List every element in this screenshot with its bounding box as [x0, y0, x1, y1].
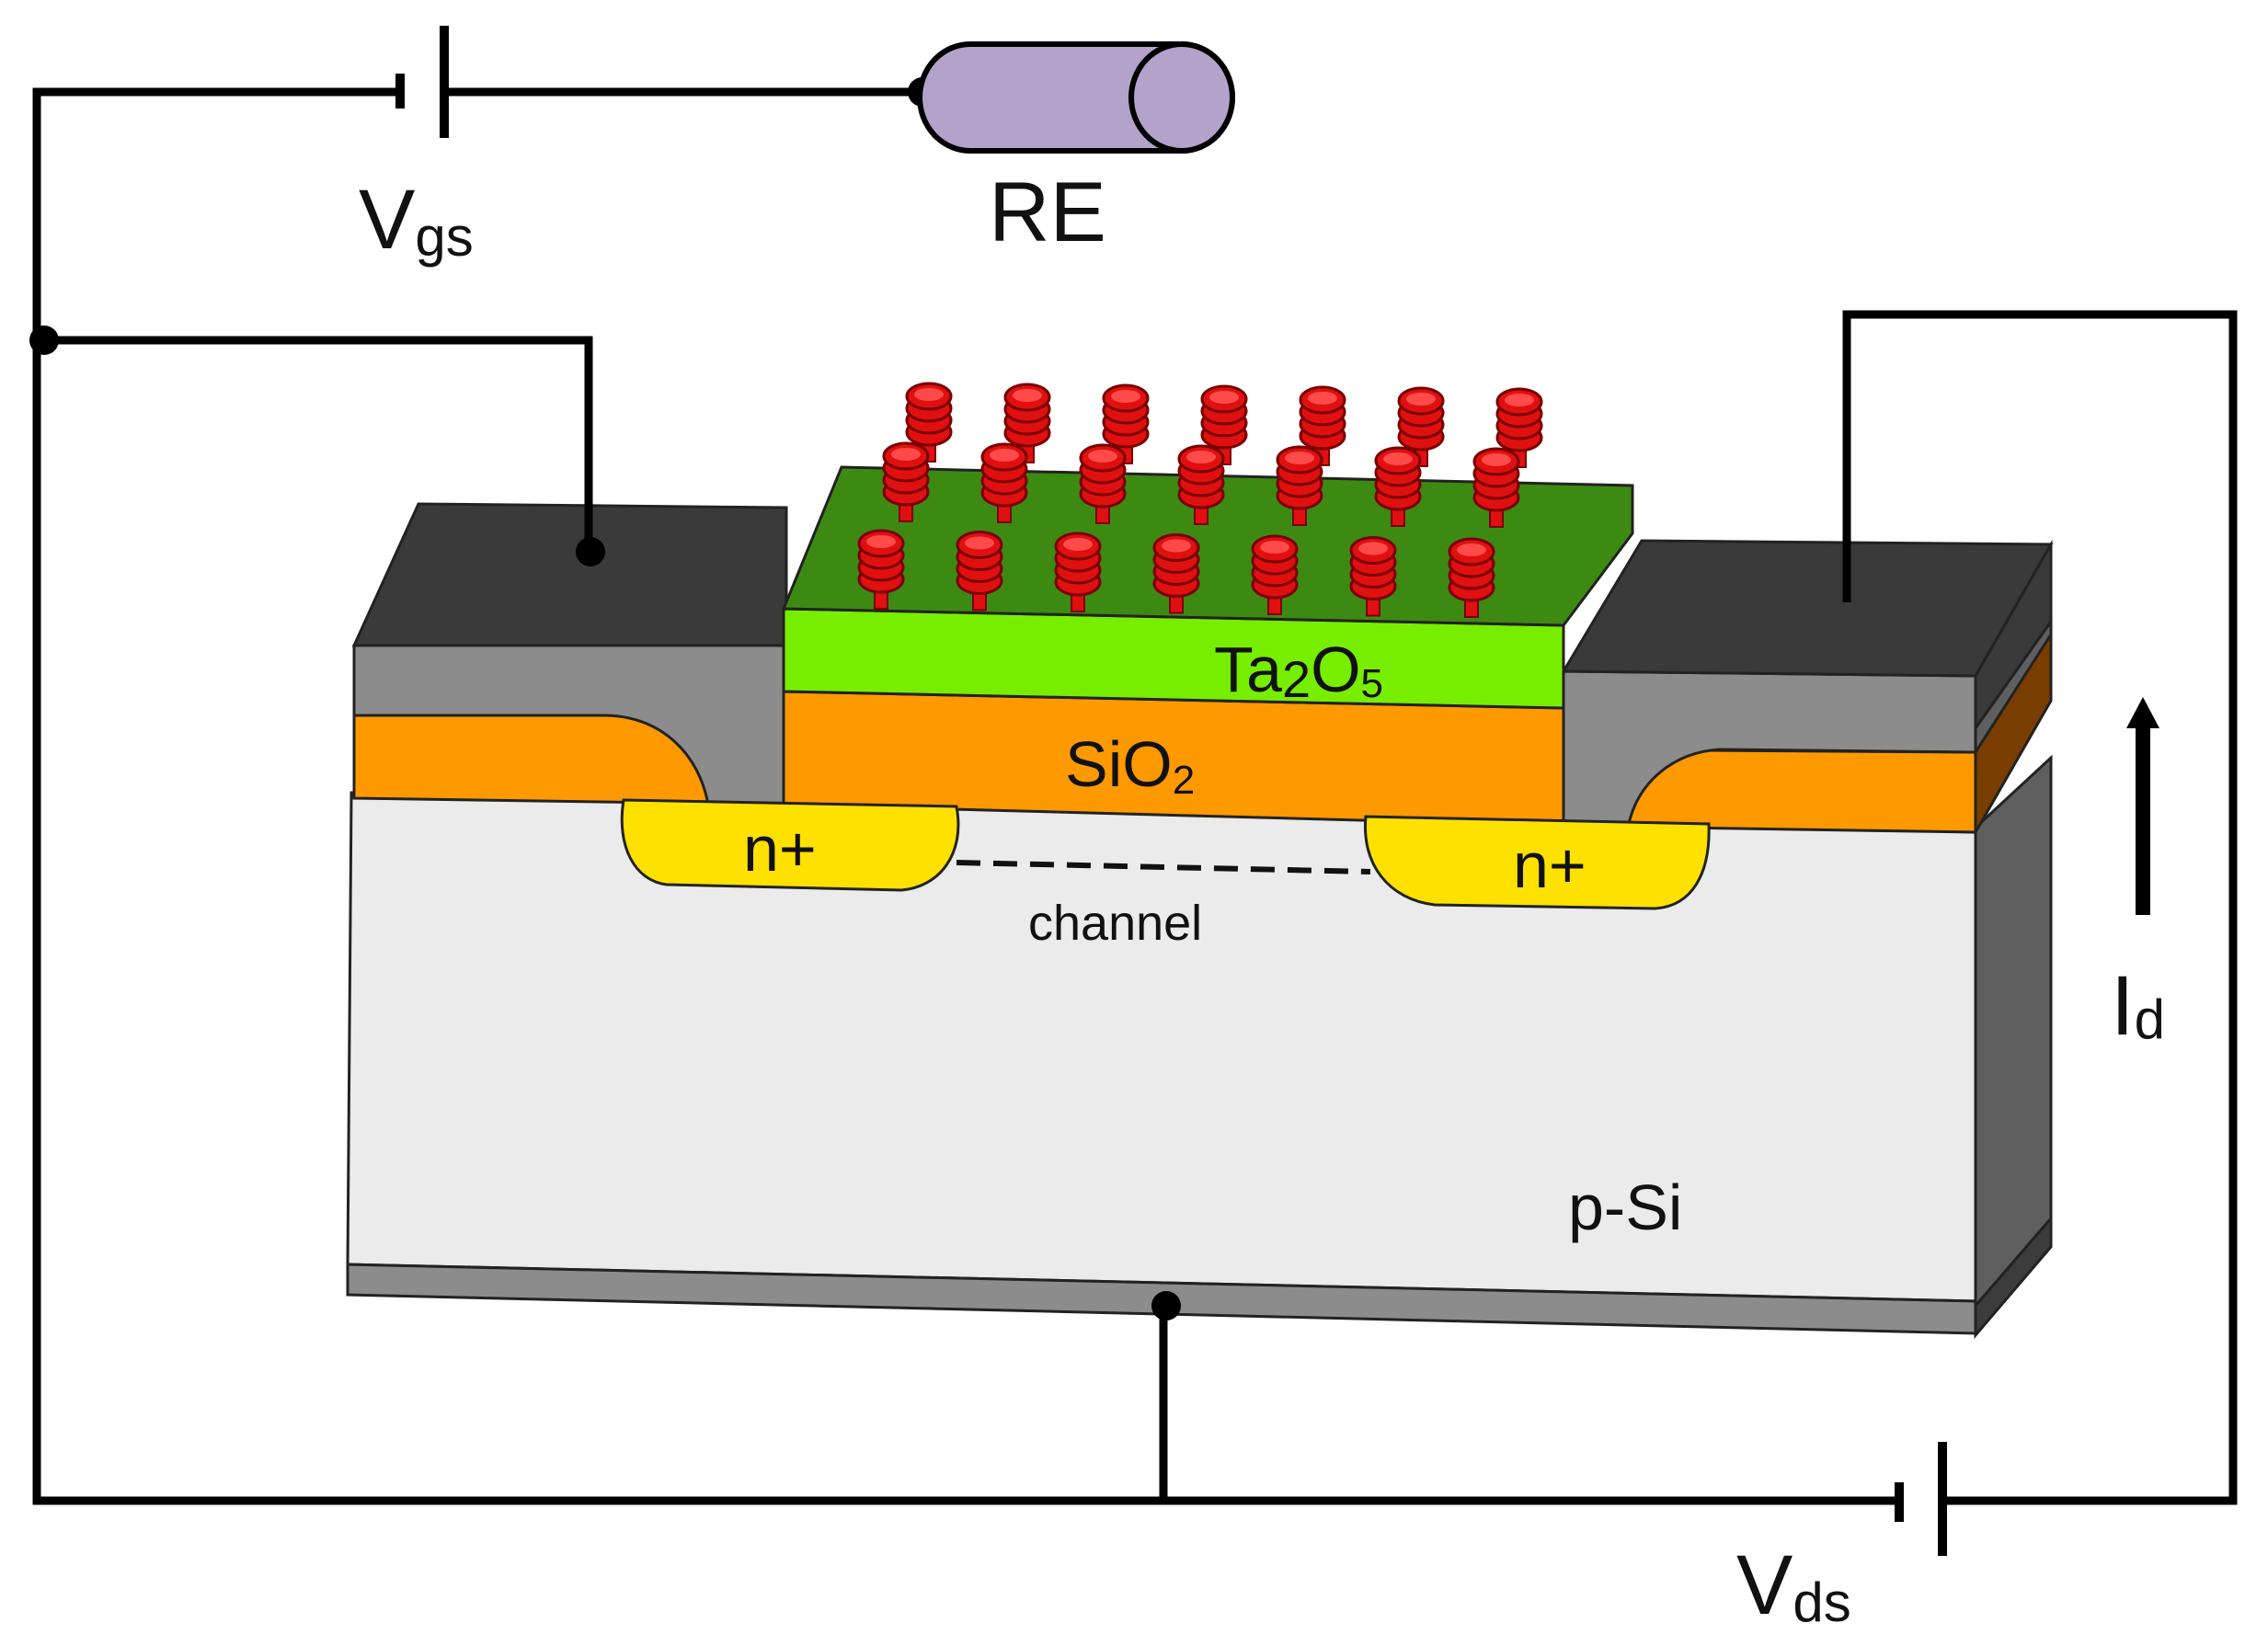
nanopillar — [956, 531, 1003, 612]
label-ta2o5: Ta2O5 — [1214, 634, 1383, 708]
junction-dot — [29, 326, 59, 355]
device-body — [346, 465, 2054, 1340]
nanopillar — [857, 529, 905, 610]
label-n-plus-right: n+ — [1513, 829, 1586, 901]
nanopillar — [1251, 534, 1299, 615]
substrate-side — [1974, 754, 2053, 1310]
wire-left — [32, 87, 1090, 1505]
reference-electrode — [917, 41, 1235, 154]
label-p-si: p-Si — [1568, 1172, 1682, 1243]
vds-battery — [1895, 1442, 1947, 1556]
nanopillar — [1152, 533, 1200, 614]
nanopillar — [882, 441, 930, 522]
wire-source — [37, 336, 593, 552]
label-re: RE — [989, 166, 1106, 259]
nanopillar — [1003, 383, 1051, 463]
nanopillar — [1079, 443, 1127, 524]
contact-left-top — [351, 502, 788, 647]
junction-dot — [1151, 1291, 1181, 1320]
nanopillar — [1177, 444, 1225, 525]
nanopillar — [1374, 446, 1422, 527]
nanopillar — [1102, 383, 1150, 464]
n-plus-left — [620, 798, 960, 892]
nanopillar — [1276, 445, 1323, 526]
vgs-battery — [395, 26, 449, 138]
label-sio2: SiO2 — [1065, 728, 1195, 803]
nanopillar — [1349, 536, 1397, 617]
label-n-plus-left: n+ — [743, 813, 817, 885]
label-id: Id — [2111, 959, 2165, 1053]
wire-right — [1842, 310, 2238, 1505]
label-vgs: Vgs — [359, 173, 474, 268]
nanopillar — [1448, 537, 1495, 618]
contact-right-top — [1561, 539, 2054, 678]
channel-line — [956, 860, 1371, 874]
nanopillar — [1472, 447, 1520, 528]
label-vds: Vds — [1736, 1538, 1851, 1633]
junction-dot — [576, 537, 605, 566]
nanopillar-array — [857, 382, 1543, 618]
circuit-wires — [32, 87, 2238, 1505]
label-channel: channel — [1028, 896, 1202, 951]
nanopillar — [1054, 532, 1102, 612]
nanopillar — [980, 442, 1028, 523]
n-plus-right — [1363, 815, 1711, 910]
id-arrow — [2126, 697, 2159, 915]
nanopillar — [1397, 386, 1445, 467]
nanopillar — [1495, 387, 1543, 468]
nanopillar — [1299, 385, 1346, 466]
